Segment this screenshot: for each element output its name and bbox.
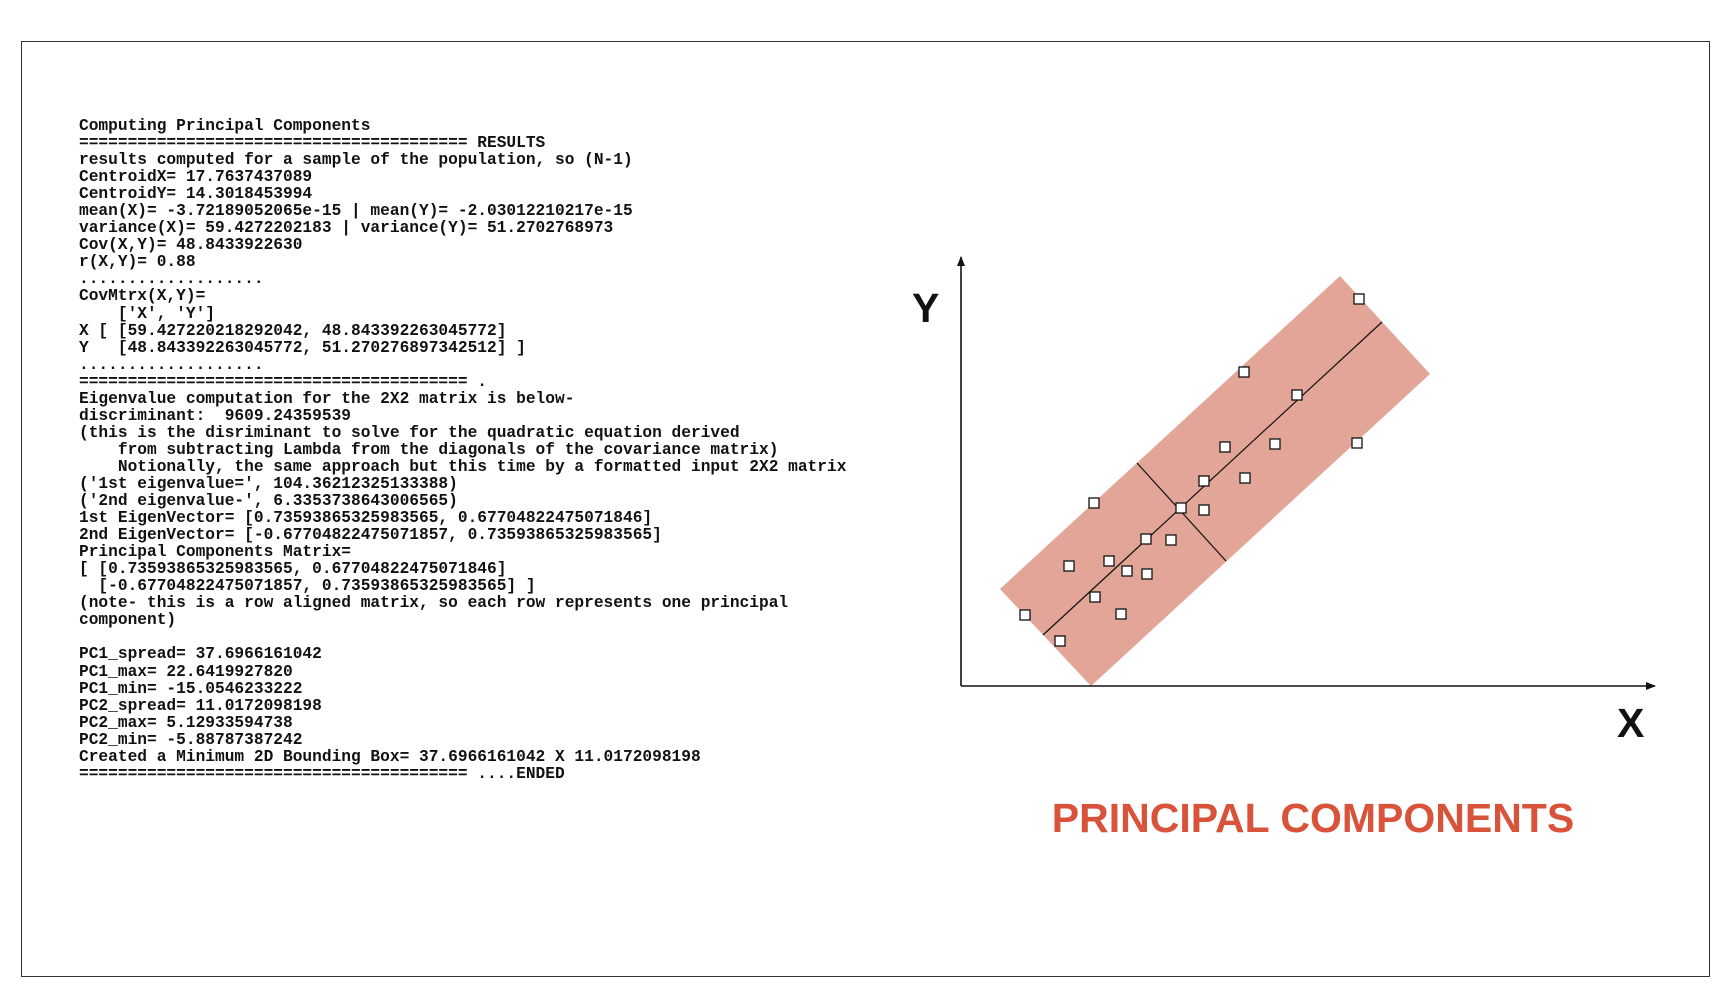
console-line: ('1st eigenvalue=', 104.36212325133388) xyxy=(79,474,458,493)
data-point-marker xyxy=(1054,635,1066,647)
data-point-marker xyxy=(1115,608,1127,620)
console-line: PC1_min= -15.0546233222 xyxy=(79,679,303,698)
data-point-marker xyxy=(1141,568,1153,580)
data-point-marker xyxy=(1175,502,1187,514)
bounding-box xyxy=(1000,276,1430,686)
console-line: CentroidY= 14.3018453994 xyxy=(79,185,313,204)
console-output: Computing Principal Components==========… xyxy=(79,117,847,783)
data-point-marker xyxy=(1165,534,1177,546)
data-point-marker xyxy=(1089,591,1101,603)
data-point-marker xyxy=(1239,472,1251,484)
console-line: PC2_spread= 11.0172098198 xyxy=(79,696,322,715)
console-line: results computed for a sample of the pop… xyxy=(79,151,633,170)
data-point-marker xyxy=(1121,565,1133,577)
console-line: from subtracting Lambda from the diagona… xyxy=(79,440,779,459)
console-line: mean(X)= -3.72189052065e-15 | mean(Y)= -… xyxy=(79,202,633,221)
console-line: CentroidX= 17.7637437089 xyxy=(79,168,313,187)
data-point-marker xyxy=(1269,438,1281,450)
data-point-marker xyxy=(1238,366,1250,378)
console-line: ========================================… xyxy=(79,372,487,391)
console-line: PC1_spread= 37.6966161042 xyxy=(79,645,322,664)
data-point-marker xyxy=(1103,555,1115,567)
console-line: Notionally, the same approach but this t… xyxy=(79,457,847,476)
x-axis-label: X xyxy=(1617,700,1644,746)
data-point-marker xyxy=(1063,560,1075,572)
console-line: [ [0.73593865325983565, 0.67704822475071… xyxy=(79,560,507,579)
data-point-marker xyxy=(1219,441,1231,453)
console-line: CovMtrx(X,Y)= xyxy=(79,287,206,306)
console-line: discriminant: 9609.24359539 xyxy=(79,406,351,425)
console-line: Principal Components Matrix= xyxy=(79,543,351,562)
console-line: ========================================… xyxy=(79,764,565,783)
console-line: Created a Minimum 2D Bounding Box= 37.69… xyxy=(79,747,701,766)
y-axis-label: Y xyxy=(912,285,939,331)
data-point-marker xyxy=(1140,533,1152,545)
console-line: PC1_max= 22.6419927820 xyxy=(79,662,293,681)
console-line: (note- this is a row aligned matrix, so … xyxy=(79,594,789,613)
console-line: 2nd EigenVector= [-0.67704822475071857, … xyxy=(79,526,662,545)
figure-frame xyxy=(21,41,1710,977)
diagram-caption: PRINCIPAL COMPONENTS xyxy=(1052,795,1574,841)
console-line: Y [48.843392263045772, 51.27027689734251… xyxy=(79,338,526,357)
console-line: ['X', 'Y'] xyxy=(79,304,215,323)
pc1-line xyxy=(1042,321,1383,636)
data-point-marker xyxy=(1291,389,1303,401)
console-line: 1st EigenVector= [0.73593865325983565, 0… xyxy=(79,509,653,528)
console-line: Cov(X,Y)= 48.8433922630 xyxy=(79,236,303,255)
console-line: PC2_max= 5.12933594738 xyxy=(79,713,293,732)
data-point-marker xyxy=(1198,504,1210,516)
console-line: PC2_min= -5.88787387242 xyxy=(79,730,303,749)
console-line: (this is the disriminant to solve for th… xyxy=(79,423,740,442)
console-line: component) xyxy=(79,611,177,630)
console-line: Computing Principal Components xyxy=(79,117,371,135)
data-point-marker xyxy=(1351,437,1363,449)
console-line: r(X,Y)= 0.88 xyxy=(79,253,196,272)
data-point-marker xyxy=(1353,293,1365,305)
console-line: X [ [59.427220218292042, 48.843392263045… xyxy=(79,321,507,340)
data-point-marker xyxy=(1088,497,1100,509)
data-point-marker xyxy=(1019,609,1031,621)
console-line: ................... xyxy=(79,355,264,374)
console-line: ('2nd eigenvalue-', 6.3353738643006565) xyxy=(79,492,458,511)
console-line: Eigenvalue computation for the 2X2 matri… xyxy=(79,389,575,408)
console-line: ................... xyxy=(79,270,264,289)
console-line: ========================================… xyxy=(79,134,546,153)
console-line: variance(X)= 59.4272202183 | variance(Y)… xyxy=(79,219,614,238)
console-line: [-0.67704822475071857, 0.735938653259835… xyxy=(79,577,536,596)
data-point-marker xyxy=(1198,475,1210,487)
